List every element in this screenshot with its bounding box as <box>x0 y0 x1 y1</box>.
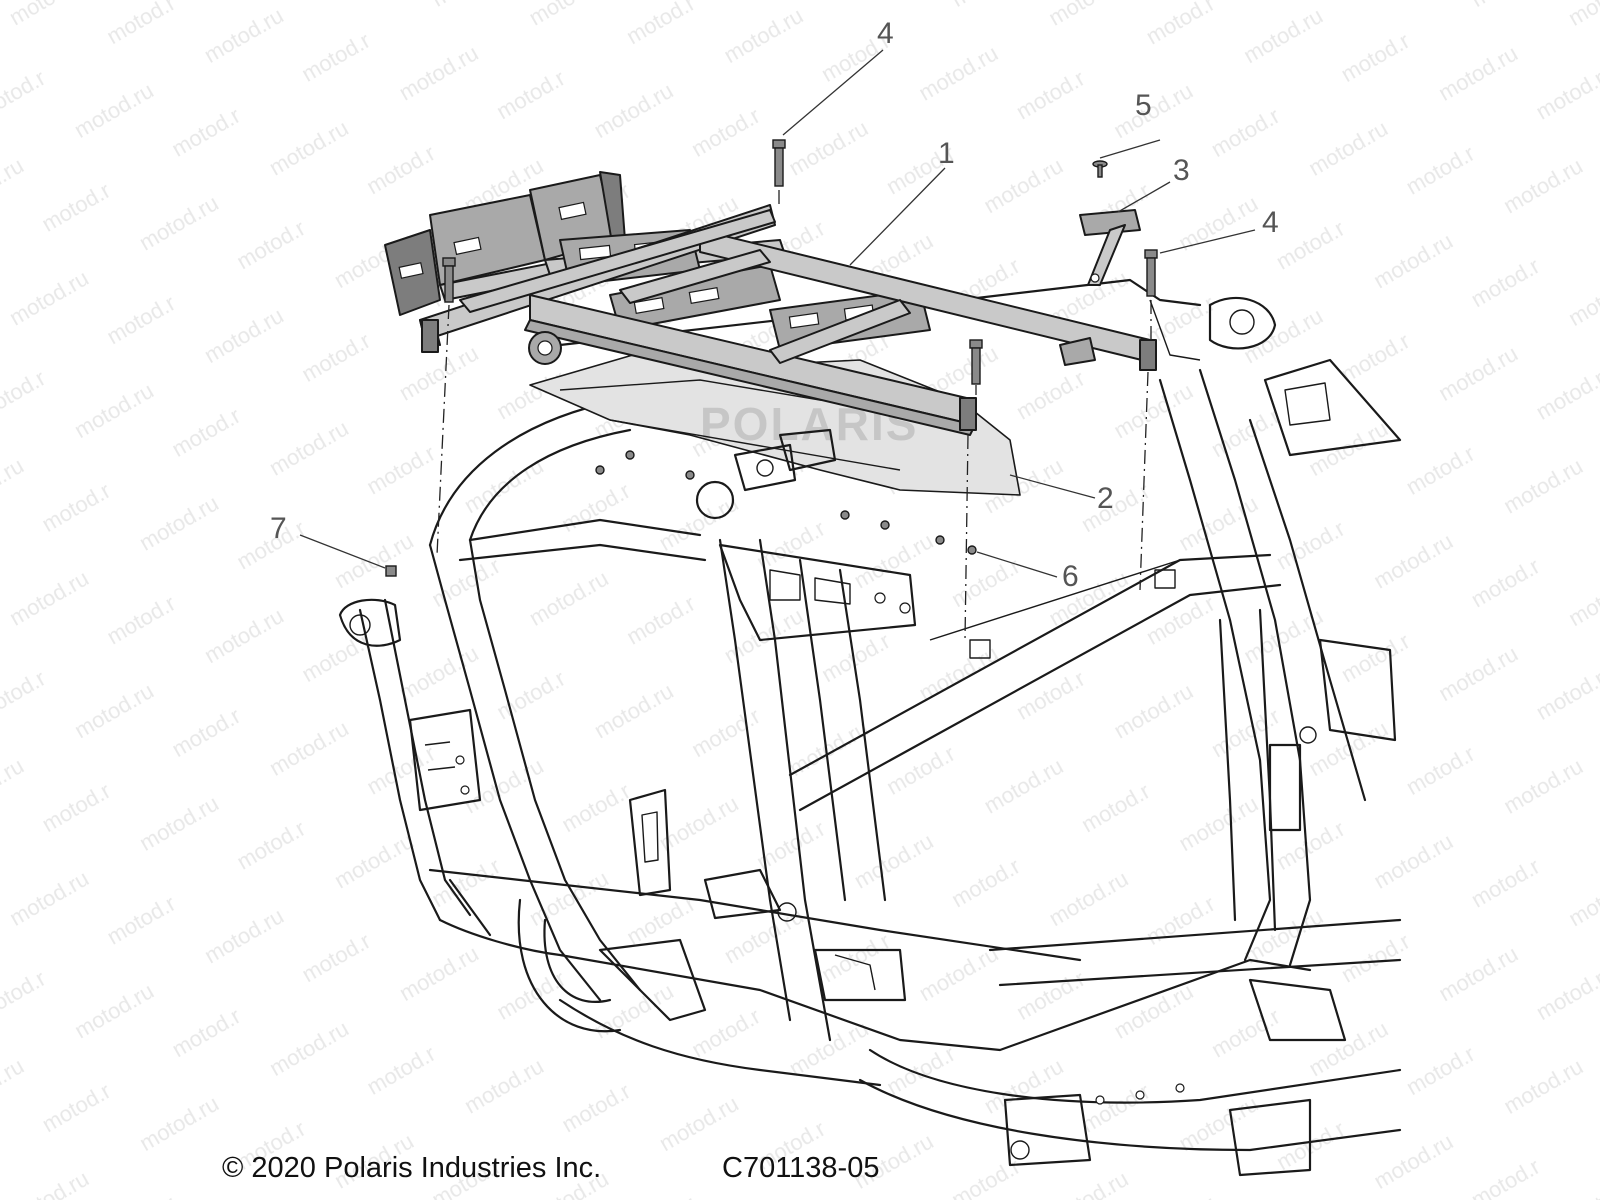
assembly-lines <box>436 190 1152 641</box>
callout-2: 2 <box>1097 482 1114 515</box>
callout-leaders <box>299 49 1256 578</box>
screw-part-5 <box>1092 160 1108 178</box>
nut-part-6 <box>595 450 977 555</box>
bolt-part-4 <box>442 139 1158 385</box>
callout-labels: 1 2 3 4 4 5 6 7 <box>270 17 1279 593</box>
callout-4-right: 4 <box>1262 206 1279 239</box>
callout-1: 1 <box>938 137 955 170</box>
diagram-code: C701138-05 <box>722 1152 879 1184</box>
callout-7: 7 <box>270 512 287 545</box>
vehicle-frame <box>338 278 1402 1177</box>
copyright-text: © 2020 Polaris Industries Inc. <box>222 1152 601 1184</box>
rack-assembly-part-1 <box>384 171 1157 436</box>
nut-part-7 <box>385 565 397 577</box>
footer: © 2020 Polaris Industries Inc. C701138-0… <box>222 1152 879 1184</box>
bracket-part-3 <box>1079 209 1141 286</box>
callout-6: 6 <box>1062 560 1079 593</box>
callout-4-top: 4 <box>877 17 894 50</box>
callout-5: 5 <box>1135 89 1152 122</box>
callout-3: 3 <box>1173 154 1190 187</box>
